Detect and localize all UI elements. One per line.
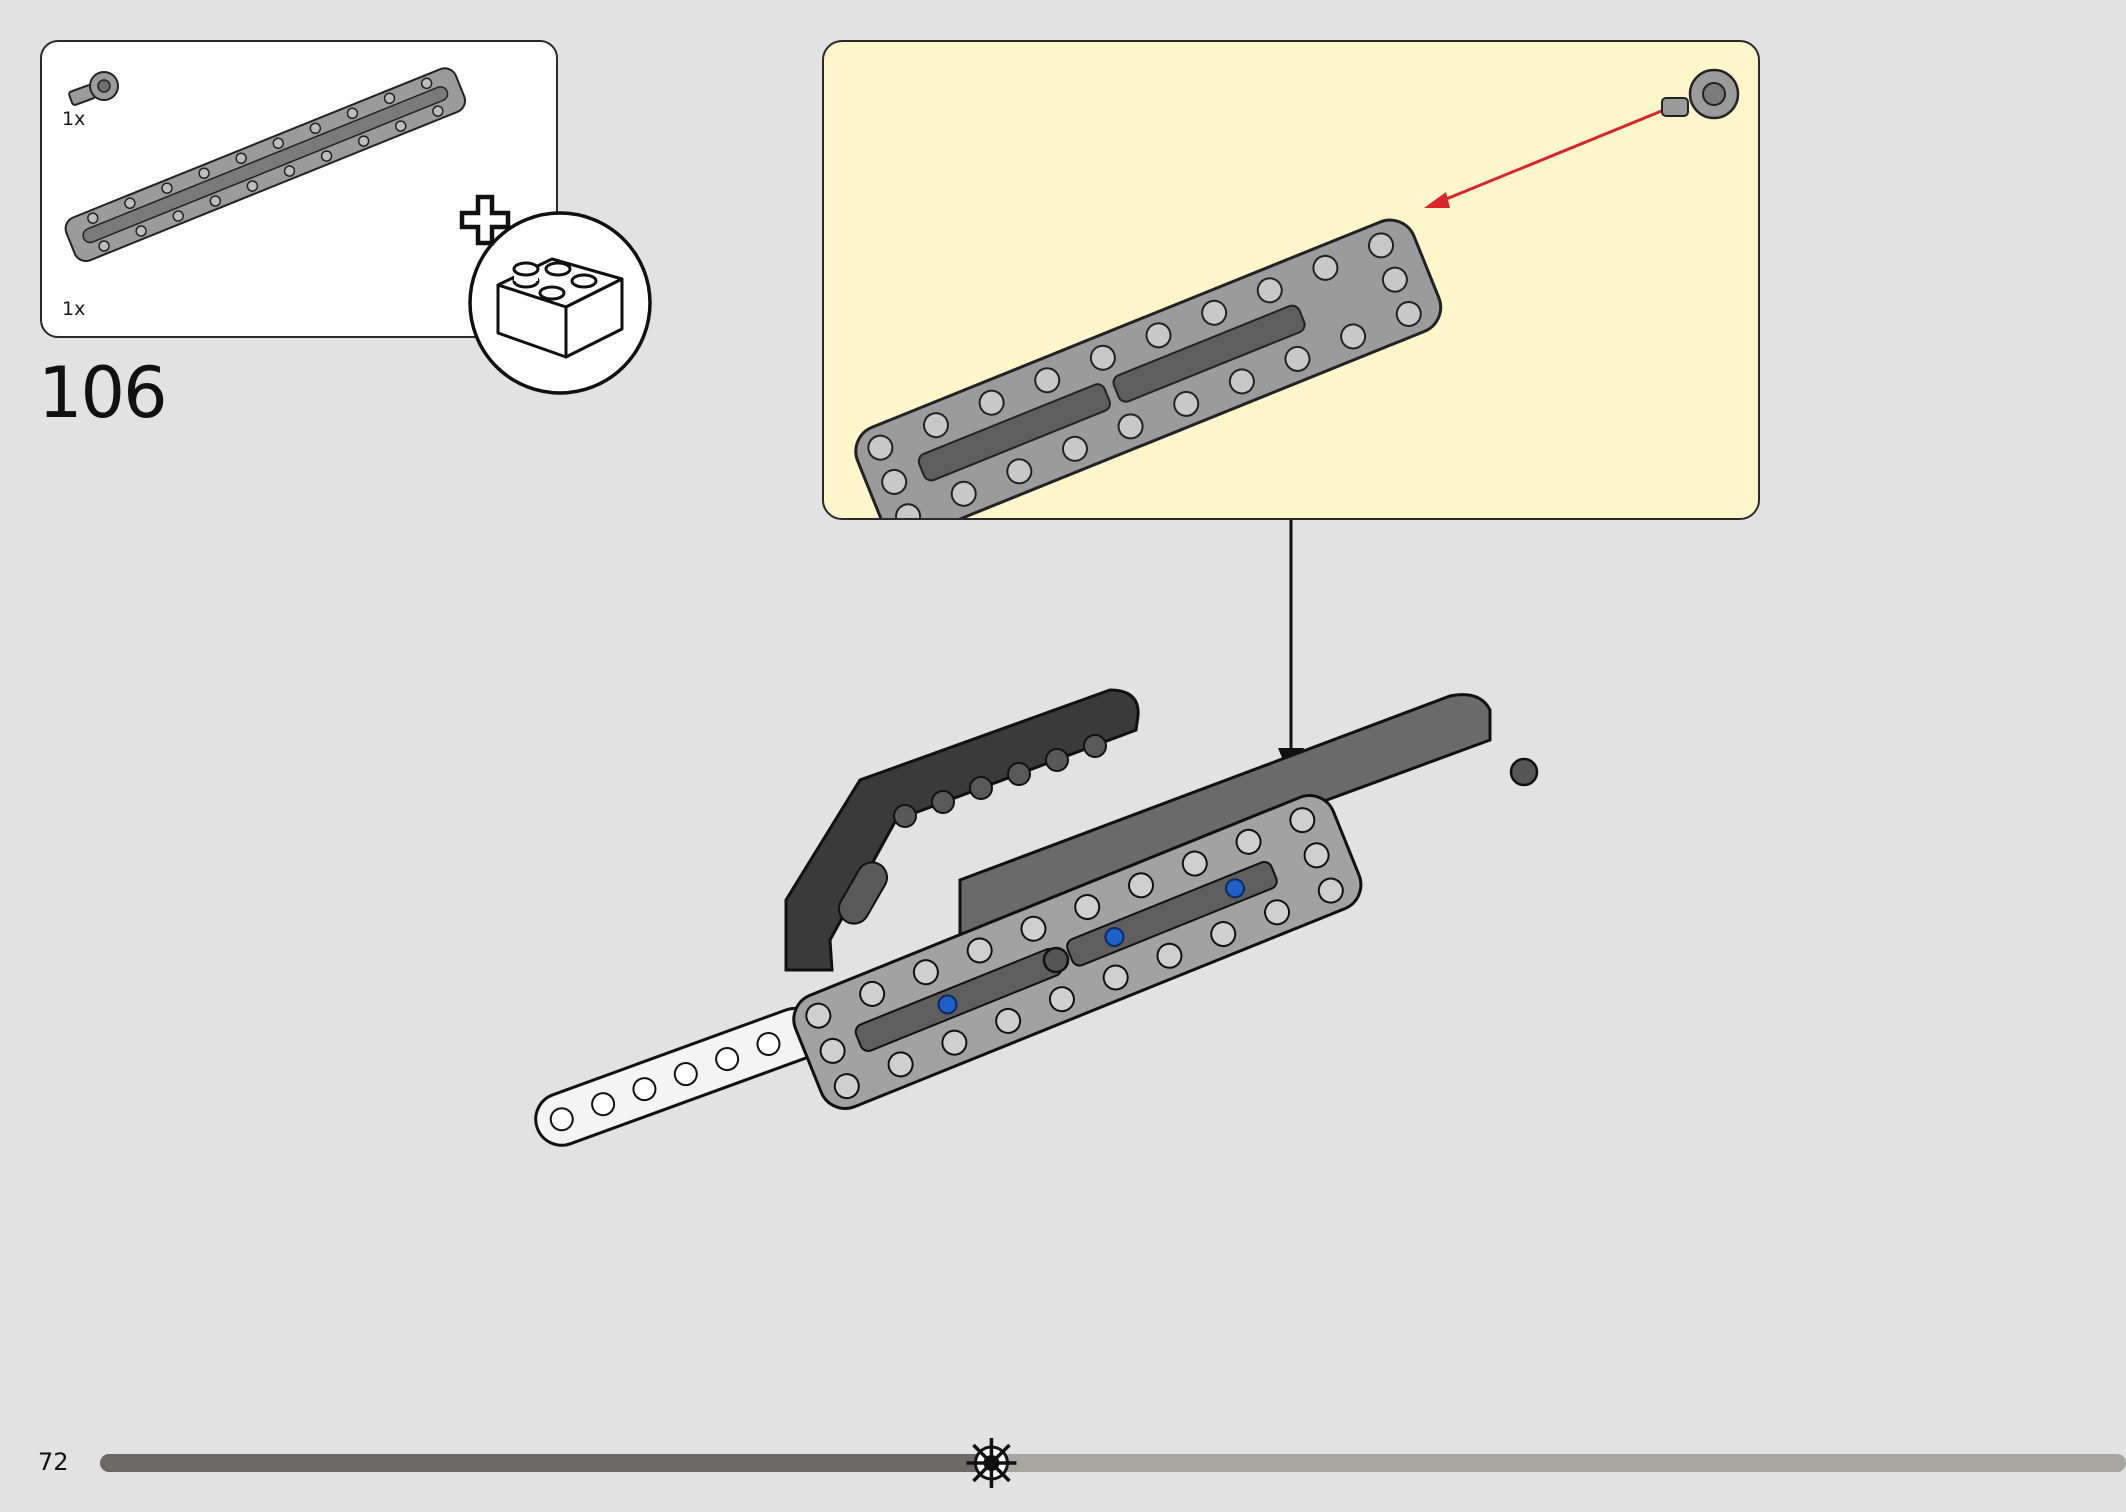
step-number: 106 [38,352,168,434]
axle-pin-icon [1661,68,1740,120]
frame-beam-icon [64,67,467,263]
add-bricks-icon [459,194,652,395]
insert-arrow [1433,108,1665,206]
page-number: 72 [38,1448,69,1476]
part-qty: 1x [62,298,86,320]
blue-pin [937,994,958,1015]
parts-callout: 1x 1x [40,40,558,338]
gray-frame [792,794,1363,1110]
white-beam [534,1006,823,1147]
part-qty: 1x [62,108,86,130]
progress-marker-icon [966,1438,1017,1488]
sub-assembly-panel [822,40,1760,520]
axle-end [1042,946,1070,974]
blue-pin [1224,878,1245,899]
blue-pin [1104,927,1125,948]
sub-assembly-frame [854,68,1740,518]
axle-pin-icon [68,71,119,106]
axle-end [1509,757,1539,787]
